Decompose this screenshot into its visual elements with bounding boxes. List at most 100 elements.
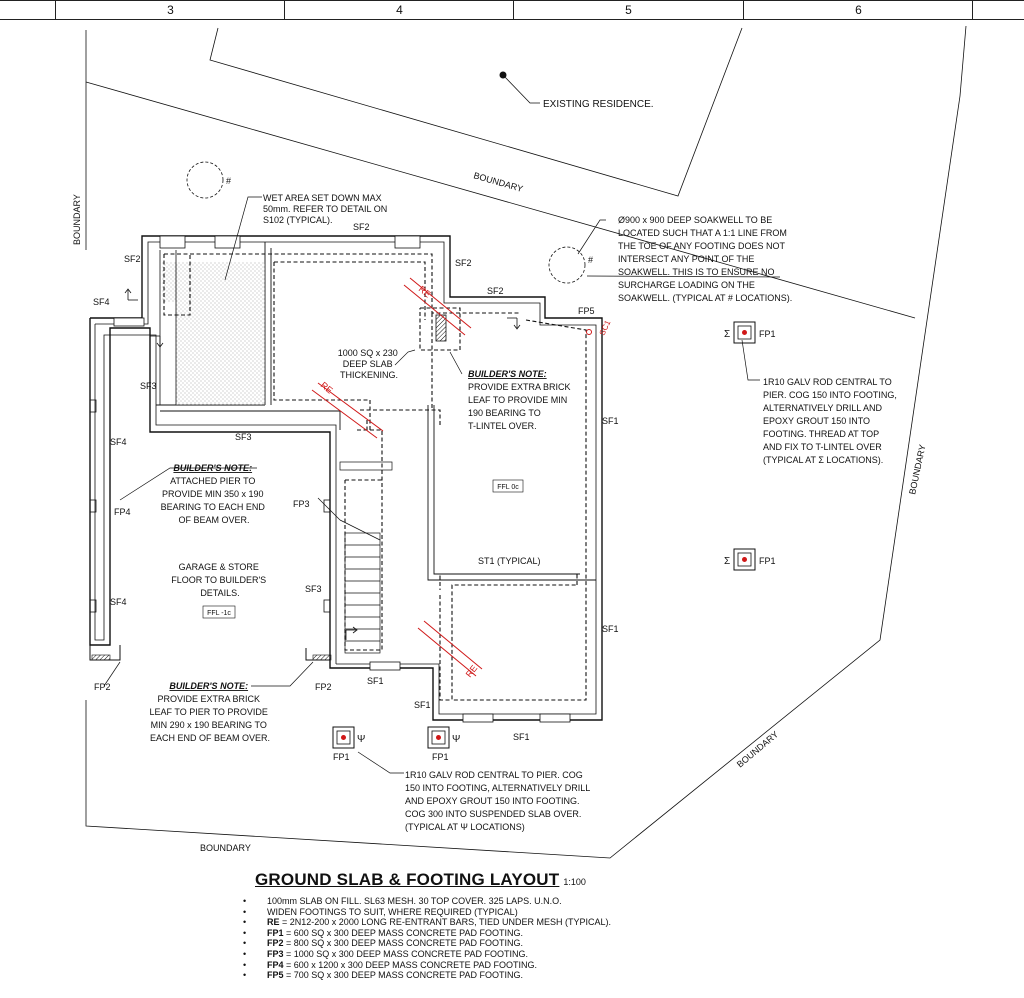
leader-lines xyxy=(103,196,781,774)
re-label-3: RE xyxy=(464,663,480,679)
drawing-scale: 1:100 xyxy=(563,877,586,887)
pad-footing-fp1-east-1: Σ FP1 xyxy=(724,321,776,344)
boundary-label-north: BOUNDARY xyxy=(472,170,524,194)
note-item: RE = 2N12-200 x 2000 LONG RE-ENTRANT BAR… xyxy=(243,917,955,928)
note-key: FP2 xyxy=(267,938,284,949)
tag-sf4-mid: SF4 xyxy=(110,437,127,447)
tag-sf2-left: SF2 xyxy=(124,254,141,264)
site-boundary xyxy=(85,25,967,859)
svg-text:FP1: FP1 xyxy=(333,752,350,762)
note-key: FP1 xyxy=(267,927,284,938)
grid-cell-3: 3 xyxy=(55,1,285,20)
grid-cell-4: 4 xyxy=(284,1,514,20)
boundary-label-west: BOUNDARY xyxy=(72,194,82,245)
pad-footing-fp1-east-2: Σ FP1 xyxy=(724,548,776,571)
note-item: FP3 = 1000 SQ x 300 DEEP MASS CONCRETE P… xyxy=(243,948,955,960)
note-key: FP4 xyxy=(267,959,284,970)
svg-text:Ψ: Ψ xyxy=(357,734,365,745)
tag-sf3-stair: SF3 xyxy=(305,584,322,594)
note-item: FP1 = 600 SQ x 300 DEEP MASS CONCRETE PA… xyxy=(243,927,955,939)
svg-text:Ψ: Ψ xyxy=(452,734,460,745)
drawing-title: GROUND SLAB & FOOTING LAYOUT xyxy=(255,870,560,889)
wet-area-stipple-2 xyxy=(162,262,176,302)
re-bars xyxy=(311,277,483,677)
tag-sf2-east: SF2 xyxy=(487,286,504,296)
garage-wall-recesses xyxy=(89,399,331,613)
garage-pier-left xyxy=(91,654,111,661)
tag-fp4: FP4 xyxy=(114,507,131,517)
tag-sf1-right-1: SF1 xyxy=(602,416,619,426)
note-item: 100mm SLAB ON FILL. SL63 MESH. 30 TOP CO… xyxy=(243,896,955,907)
note-item: FP5 = 700 SQ x 300 DEEP MASS CONCRETE PA… xyxy=(243,970,955,981)
note-item: WIDEN FOOTINGS TO SUIT, WHERE REQUIRED (… xyxy=(243,906,955,918)
note-key: FP3 xyxy=(267,948,284,959)
direction-arrows xyxy=(124,288,521,640)
boundary-label-east: BOUNDARY xyxy=(907,444,927,496)
slab-footing-plan: EXISTING RESIDENCE. BOUNDARY BOUNDARY BO… xyxy=(72,25,967,859)
tag-fp5: FP5 xyxy=(578,306,595,316)
slab-thickening-note: 1000 SQ x 230 DEEP SLAB THICKENING. xyxy=(338,348,401,380)
general-notes: 100mm SLAB ON FILL. SL63 MESH. 30 TOP CO… xyxy=(243,896,955,981)
tag-sf3-left: SF3 xyxy=(140,381,157,391)
builders-note-attached-pier: BUILDER'S NOTE: ATTACHED PIER TO PROVIDE… xyxy=(161,463,268,525)
existing-residence-label: EXISTING RESIDENCE. xyxy=(543,99,654,110)
grid-cell-end xyxy=(972,1,1024,20)
svg-text:#: # xyxy=(226,176,231,186)
brick-leaf xyxy=(435,314,447,342)
footing-tags: SF2 SF2 SF2 SF2 SF4 FP5 SF3 SF1 SF3 SF4 … xyxy=(93,222,619,742)
note-text: WIDEN FOOTINGS TO SUIT, WHERE REQUIRED (… xyxy=(267,906,518,917)
existing-residence-callout: EXISTING RESIDENCE. xyxy=(499,71,654,110)
builders-note-brick-leaf: BUILDER'S NOTE: PROVIDE EXTRA BRICK LEAF… xyxy=(468,369,573,431)
svg-text:Σ: Σ xyxy=(724,329,730,340)
boundary-label-south: BOUNDARY xyxy=(200,843,251,853)
tag-fp2-left: FP2 xyxy=(94,682,111,692)
soakwell-1: # xyxy=(186,161,231,199)
note-key: RE xyxy=(267,917,280,928)
svg-text:Σ: Σ xyxy=(724,556,730,567)
svg-text:FP1: FP1 xyxy=(432,752,449,762)
note-text: = 2N12-200 x 2000 LONG RE-ENTRANT BARS, … xyxy=(279,917,612,928)
pad-footing-fp1-south-2: Ψ FP1 xyxy=(427,726,460,762)
soakwell-2: # xyxy=(548,246,593,284)
ffl-garage-label: FFL -1c xyxy=(207,610,231,617)
tag-fp3: FP3 xyxy=(293,499,310,509)
note-text: = 1000 SQ x 300 DEEP MASS CONCRETE PAD F… xyxy=(283,948,529,959)
ffl-main-box xyxy=(492,479,524,493)
sc1-label: SC1 xyxy=(598,318,613,336)
grid-cell-6: 6 xyxy=(743,1,973,20)
soakwell-note: Ø900 x 900 DEEP SOAKWELL TO BE LOCATED S… xyxy=(618,215,792,303)
sc1-marker xyxy=(586,329,592,335)
stairs xyxy=(339,461,393,654)
wet-area-note: WET AREA SET DOWN MAX 50mm. REFER TO DET… xyxy=(263,193,390,225)
svg-text:FP1: FP1 xyxy=(759,329,776,339)
garage-pier-right xyxy=(312,654,332,661)
builders-note-pier-leaf: BUILDER'S NOTE: PROVIDE EXTRA BRICK LEAF… xyxy=(150,681,271,743)
note-text: = 600 x 1200 x 300 DEEP MASS CONCRETE PA… xyxy=(283,959,538,970)
svg-text:#: # xyxy=(588,255,593,265)
garage-label: GARAGE & STORE FLOOR TO BUILDER'S DETAIL… xyxy=(171,562,268,598)
rod-note-psi: 1R10 GALV ROD CENTRAL TO PIER. COG 150 I… xyxy=(405,770,592,832)
tag-sf2-right: SF2 xyxy=(455,258,472,268)
tag-sf1-south: SF1 xyxy=(513,732,530,742)
tag-fp2-right: FP2 xyxy=(315,682,332,692)
note-key: FP5 xyxy=(267,970,284,981)
note-text: = 600 SQ x 300 DEEP MASS CONCRETE PAD FO… xyxy=(283,927,523,938)
ffl-garage-box xyxy=(202,605,236,619)
wall-openings xyxy=(113,235,571,723)
tag-sf2-top: SF2 xyxy=(353,222,370,232)
boundary-label-southeast: BOUNDARY xyxy=(735,729,780,769)
tag-sf4-bottom: SF4 xyxy=(110,597,127,607)
tag-sf3-mid: SF3 xyxy=(235,432,252,442)
note-text: = 800 SQ x 300 DEEP MASS CONCRETE PAD FO… xyxy=(283,938,523,949)
note-text: 100mm SLAB ON FILL. SL63 MESH. 30 TOP CO… xyxy=(267,896,562,906)
wet-area-stipple xyxy=(176,262,265,405)
note-item: FP4 = 600 x 1200 x 300 DEEP MASS CONCRET… xyxy=(243,959,955,971)
svg-text:FP1: FP1 xyxy=(759,556,776,566)
tag-sf1-right-2: SF1 xyxy=(602,624,619,634)
grid-cell-5: 5 xyxy=(513,1,743,20)
note-item: FP2 = 800 SQ x 300 DEEP MASS CONCRETE PA… xyxy=(243,938,955,949)
note-text: = 700 SQ x 300 DEEP MASS CONCRETE PAD FO… xyxy=(283,970,523,981)
tag-sf1-corner: SF1 xyxy=(414,700,431,710)
rod-note-sigma: 1R10 GALV ROD CENTRAL TO PIER. COG 150 I… xyxy=(763,377,899,465)
